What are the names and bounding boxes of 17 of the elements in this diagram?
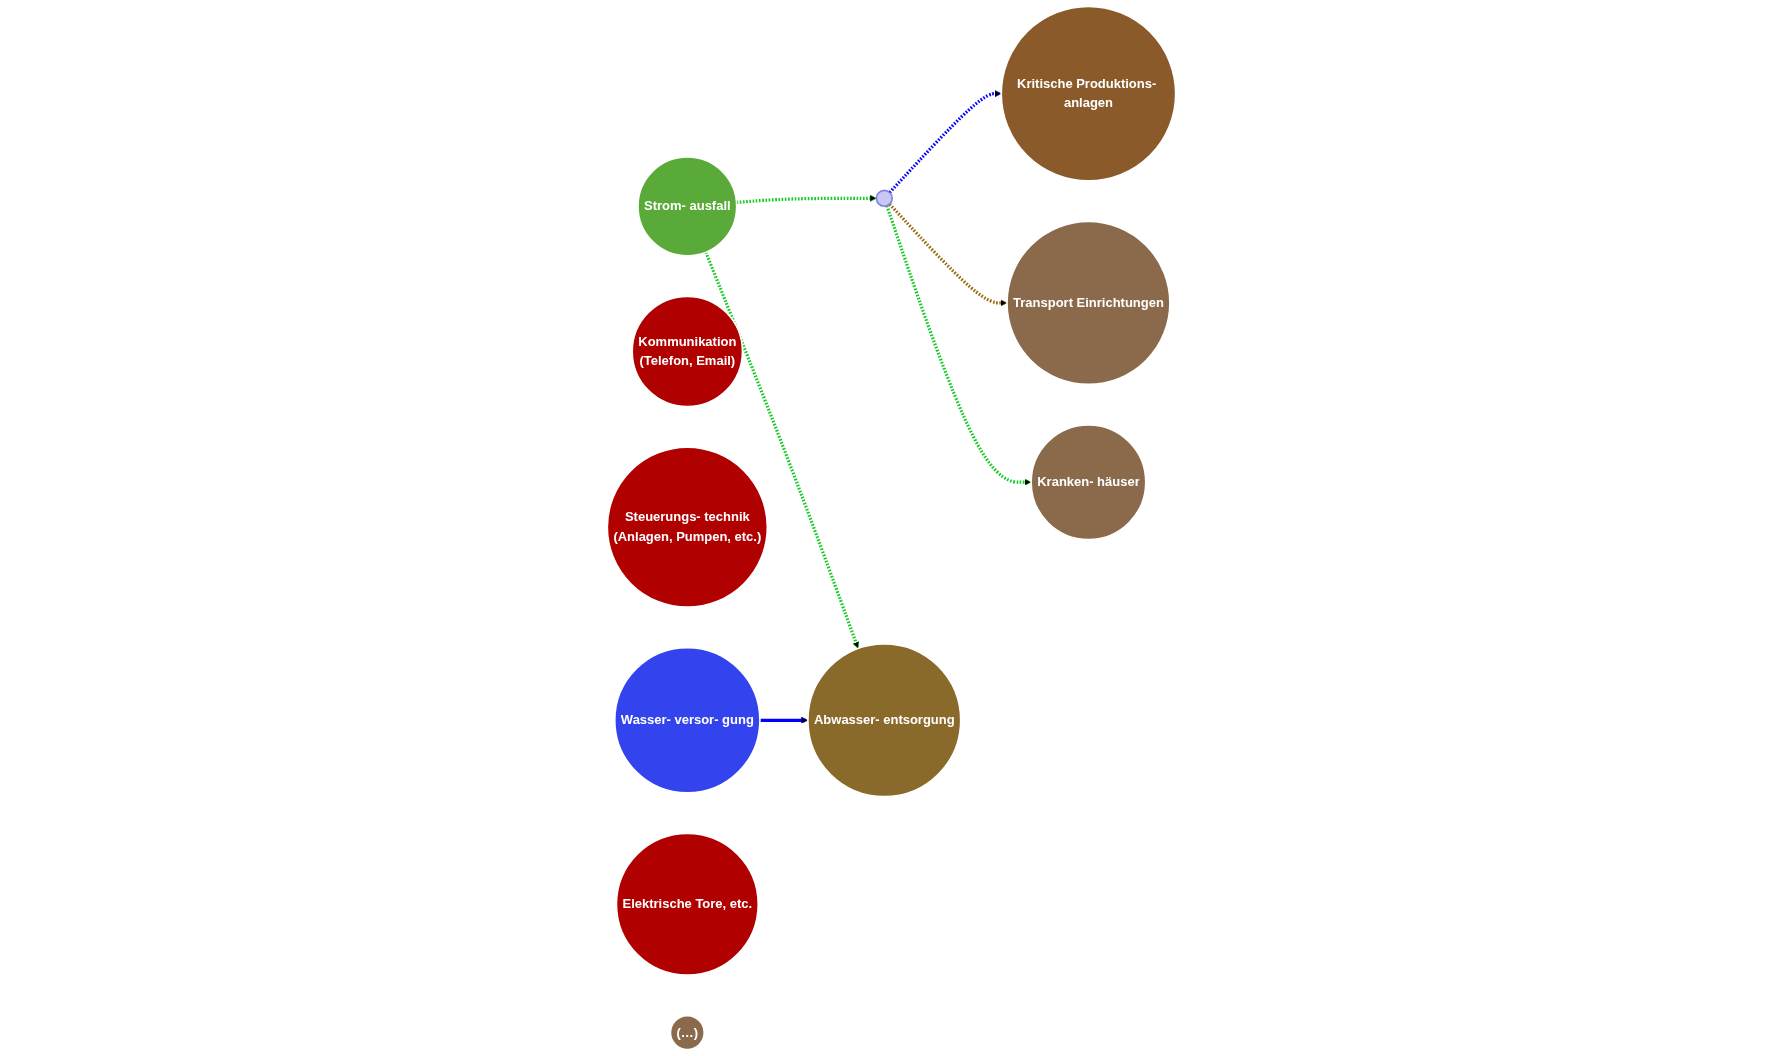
node-circle: Kritische Produktions- anlagen — [1000, 5, 1177, 182]
node-circle: (…) — [669, 1014, 706, 1051]
node-circle: Strom- ausfall — [637, 156, 738, 257]
node-circle: Elektrische Tore, etc. — [615, 832, 760, 976]
node-circle: Transport Einrichtungen — [1006, 220, 1171, 386]
arrow — [704, 251, 860, 649]
arrow — [759, 716, 809, 724]
node-circle: Kommunikation (Telefon, Email) — [631, 295, 744, 408]
arrow — [888, 90, 1002, 194]
node-circle: Kranken- häuser — [1030, 424, 1147, 541]
node-circle: Wasser- versor- gung — [613, 646, 761, 794]
node-circle: Abwasser- entsorgung — [807, 643, 962, 798]
node-circle: Steuerungs- technik (Anlagen, Pumpen, etc.) — [606, 446, 769, 608]
arrow — [885, 205, 1032, 486]
arrow — [888, 203, 1008, 307]
node-circle — [875, 189, 893, 207]
arrow — [736, 194, 877, 205]
